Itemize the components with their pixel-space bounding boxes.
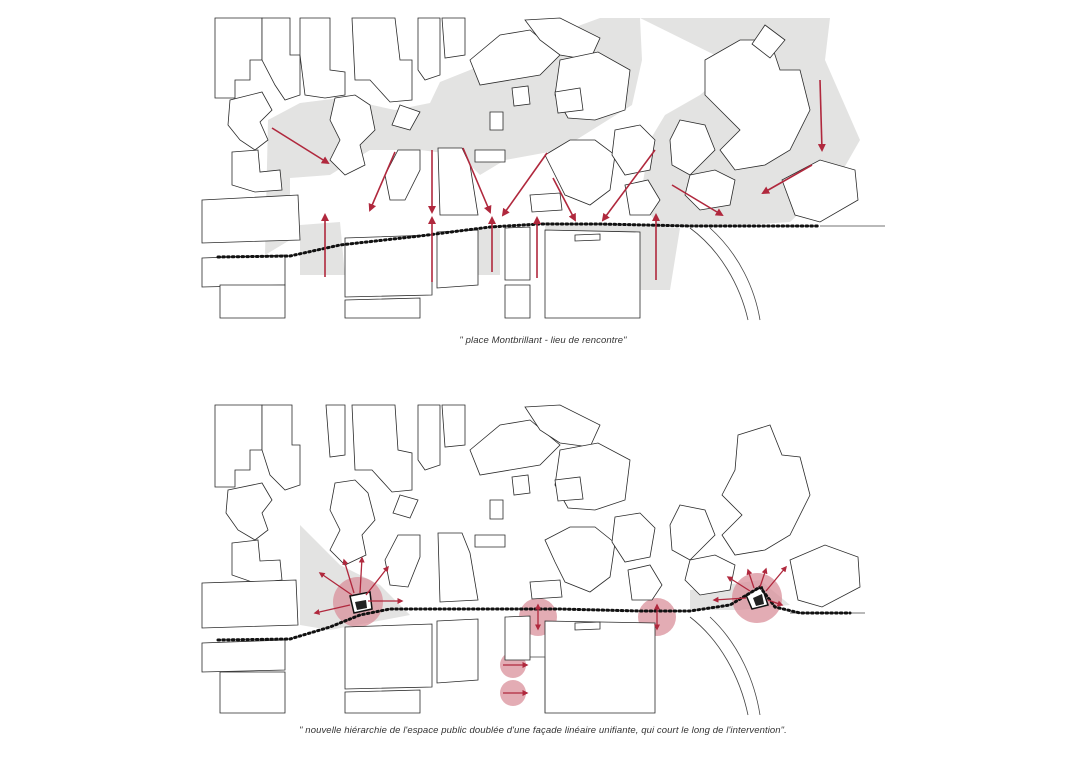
road-line [530,656,546,713]
building-blocks [201,404,861,714]
linear-facade-path [216,222,822,259]
caption-top: " place Montbrillant - lieu de rencontre… [459,335,627,346]
public-space-zone [265,18,642,255]
caption-bottom: " nouvelle hiérarchie de l'espace public… [299,725,787,736]
movement-arrows [271,79,826,282]
public-space-zone [478,228,500,275]
plan-top-movement-diagram [201,17,885,321]
road-curve [689,616,749,716]
road-curve [709,227,761,321]
node-arrows [313,556,787,696]
plan-bottom-intervention-diagram [201,404,865,716]
road-curve [709,616,761,716]
road-curve [689,227,749,321]
building-blocks [201,17,859,319]
